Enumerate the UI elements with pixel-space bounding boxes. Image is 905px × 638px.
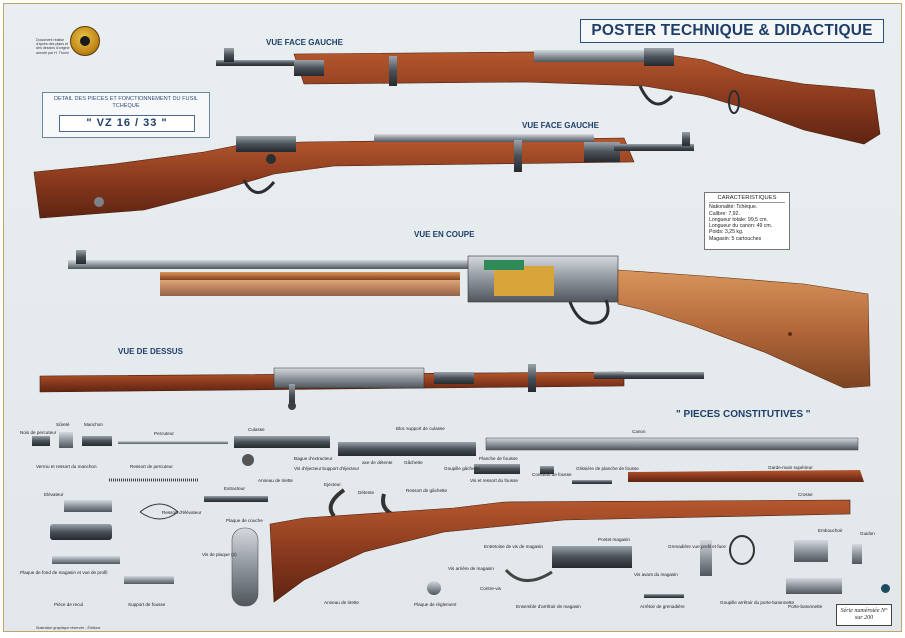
part-label: Vis de plaque (2): [202, 552, 237, 557]
part-label: Anneau de tirette: [324, 600, 359, 605]
model-description: DETAIL DES PIECES ET FONCTIONNEMENT DU F…: [53, 96, 198, 109]
part-label: Vis avant du magasin: [634, 572, 678, 577]
view-label-left-2: VUE FACE GAUCHE: [522, 121, 599, 130]
spec-line: Magasin: 5 cartouches: [709, 235, 762, 242]
part-label: Planche de fouisse: [479, 456, 518, 461]
part-label: Détente: [358, 490, 375, 495]
spec-line: Longueur du canon: 49 cm.: [709, 223, 773, 230]
parts-drawings: [32, 432, 864, 607]
rifle-top-view: [39, 364, 704, 410]
view-label-top: VUE DE DESSUS: [118, 347, 183, 356]
pieces-title: " PIECES CONSTITUTIVES ": [676, 409, 811, 420]
series-box: Série numérotée N° sur 200: [836, 604, 892, 626]
poster-title: POSTER TECHNIQUE & DIDACTIQUE: [580, 19, 884, 43]
decorative-dot: [881, 584, 890, 593]
rifle-left-view-2: [33, 132, 694, 219]
rifle-illustrations: [32, 48, 881, 607]
part-label: Vis et ressort du fousse: [470, 478, 518, 483]
part-label: Guidon: [860, 531, 875, 536]
part-label: Anneau de tirette: [258, 478, 293, 483]
part-label: Garde-main supérieur: [768, 465, 813, 470]
part-label: Ejecteur: [324, 482, 341, 487]
spec-line: Nationalité: Tchèque.: [709, 204, 758, 211]
part-label: Percuteur: [154, 431, 174, 436]
publisher-logo: [70, 26, 100, 56]
part-label: Culasse: [248, 427, 265, 432]
part-label: Canon: [632, 429, 646, 434]
part-label: Sûreté: [56, 422, 70, 427]
part-label: Entretoise de vis de magasin: [484, 544, 543, 549]
part-label: Manchon: [84, 422, 103, 427]
part-label: Ressort d'élévateur: [162, 510, 202, 515]
part-label: Goupille gâchette: [444, 466, 480, 471]
part-label: Glissière de planche de fousse: [576, 466, 639, 471]
part-label: Grenadière vue profil et face: [668, 544, 726, 549]
part-label: Support d'éjecteur: [322, 466, 360, 471]
spec-line: Poids: 3,25 kg.: [709, 229, 744, 236]
part-label: Porte-baïonnette: [788, 604, 823, 609]
specs-title: CARACTERISTIQUES: [709, 195, 785, 204]
part-label: Elévateur: [44, 492, 64, 497]
logo-note: Document réalisé d'après des plans et de…: [36, 38, 70, 55]
part-label: Arrêtoir de grenadière: [640, 604, 685, 609]
part-label: Noix de percuteur: [20, 430, 57, 435]
view-label-left-1: VUE FACE GAUCHE: [266, 38, 343, 47]
part-label: Plaque de règlement: [414, 602, 457, 607]
model-name: " VZ 16 / 33 ": [59, 115, 195, 132]
part-label: Ressort de gâchette: [406, 488, 448, 493]
part-label: Plaque de fond de magasin et vue de prof…: [20, 570, 108, 575]
part-label: Vis d'éjecteur: [294, 466, 322, 471]
part-label: Gâchette: [404, 460, 423, 465]
part-label: Crosse: [798, 492, 813, 497]
spec-line: Calibre: 7,92.: [709, 210, 740, 217]
rifle-left-view-1: [216, 48, 881, 145]
part-label: Pontet magasin: [598, 537, 630, 542]
specs-box: CARACTERISTIQUES Nationalité: Tchèque. C…: [704, 192, 790, 250]
part-label: Embouchoir: [818, 528, 843, 533]
part-label: Pièce de recul: [54, 602, 84, 607]
part-label: Support de fousse: [128, 602, 166, 607]
part-label: Goupille arrêtoir du porte-baïonnette: [720, 600, 795, 605]
part-label: axe de détente: [362, 460, 393, 465]
part-label: Contre-vis: [480, 586, 501, 591]
part-label: Ressort de percuteur: [130, 464, 173, 469]
part-label: Bloc support de culasse: [396, 426, 445, 431]
poster: Document réalisé d'après des plans et de…: [3, 3, 902, 632]
part-label: Verrou et ressort du manchon: [36, 464, 97, 469]
part-label: Bague d'extracteur: [294, 456, 333, 461]
rifle-cutaway-view: [68, 250, 871, 389]
view-label-cutaway: VUE EN COUPE: [414, 230, 475, 239]
spec-line: Longueur totale: 99,5 cm.: [709, 216, 768, 223]
part-label: Ensemble d'arrêtoir de magasin: [516, 604, 581, 609]
part-label: Vis arrière de magasin: [448, 566, 494, 571]
part-label: Extracteur: [224, 486, 245, 491]
model-box: DETAIL DES PIECES ET FONCTIONNEMENT DU F…: [42, 92, 210, 138]
part-label: Plaque de couche: [226, 518, 263, 523]
footer-note: Illustration graphique réservée - Éditio…: [36, 626, 101, 630]
part-label: Conseau de fousse: [532, 472, 572, 477]
